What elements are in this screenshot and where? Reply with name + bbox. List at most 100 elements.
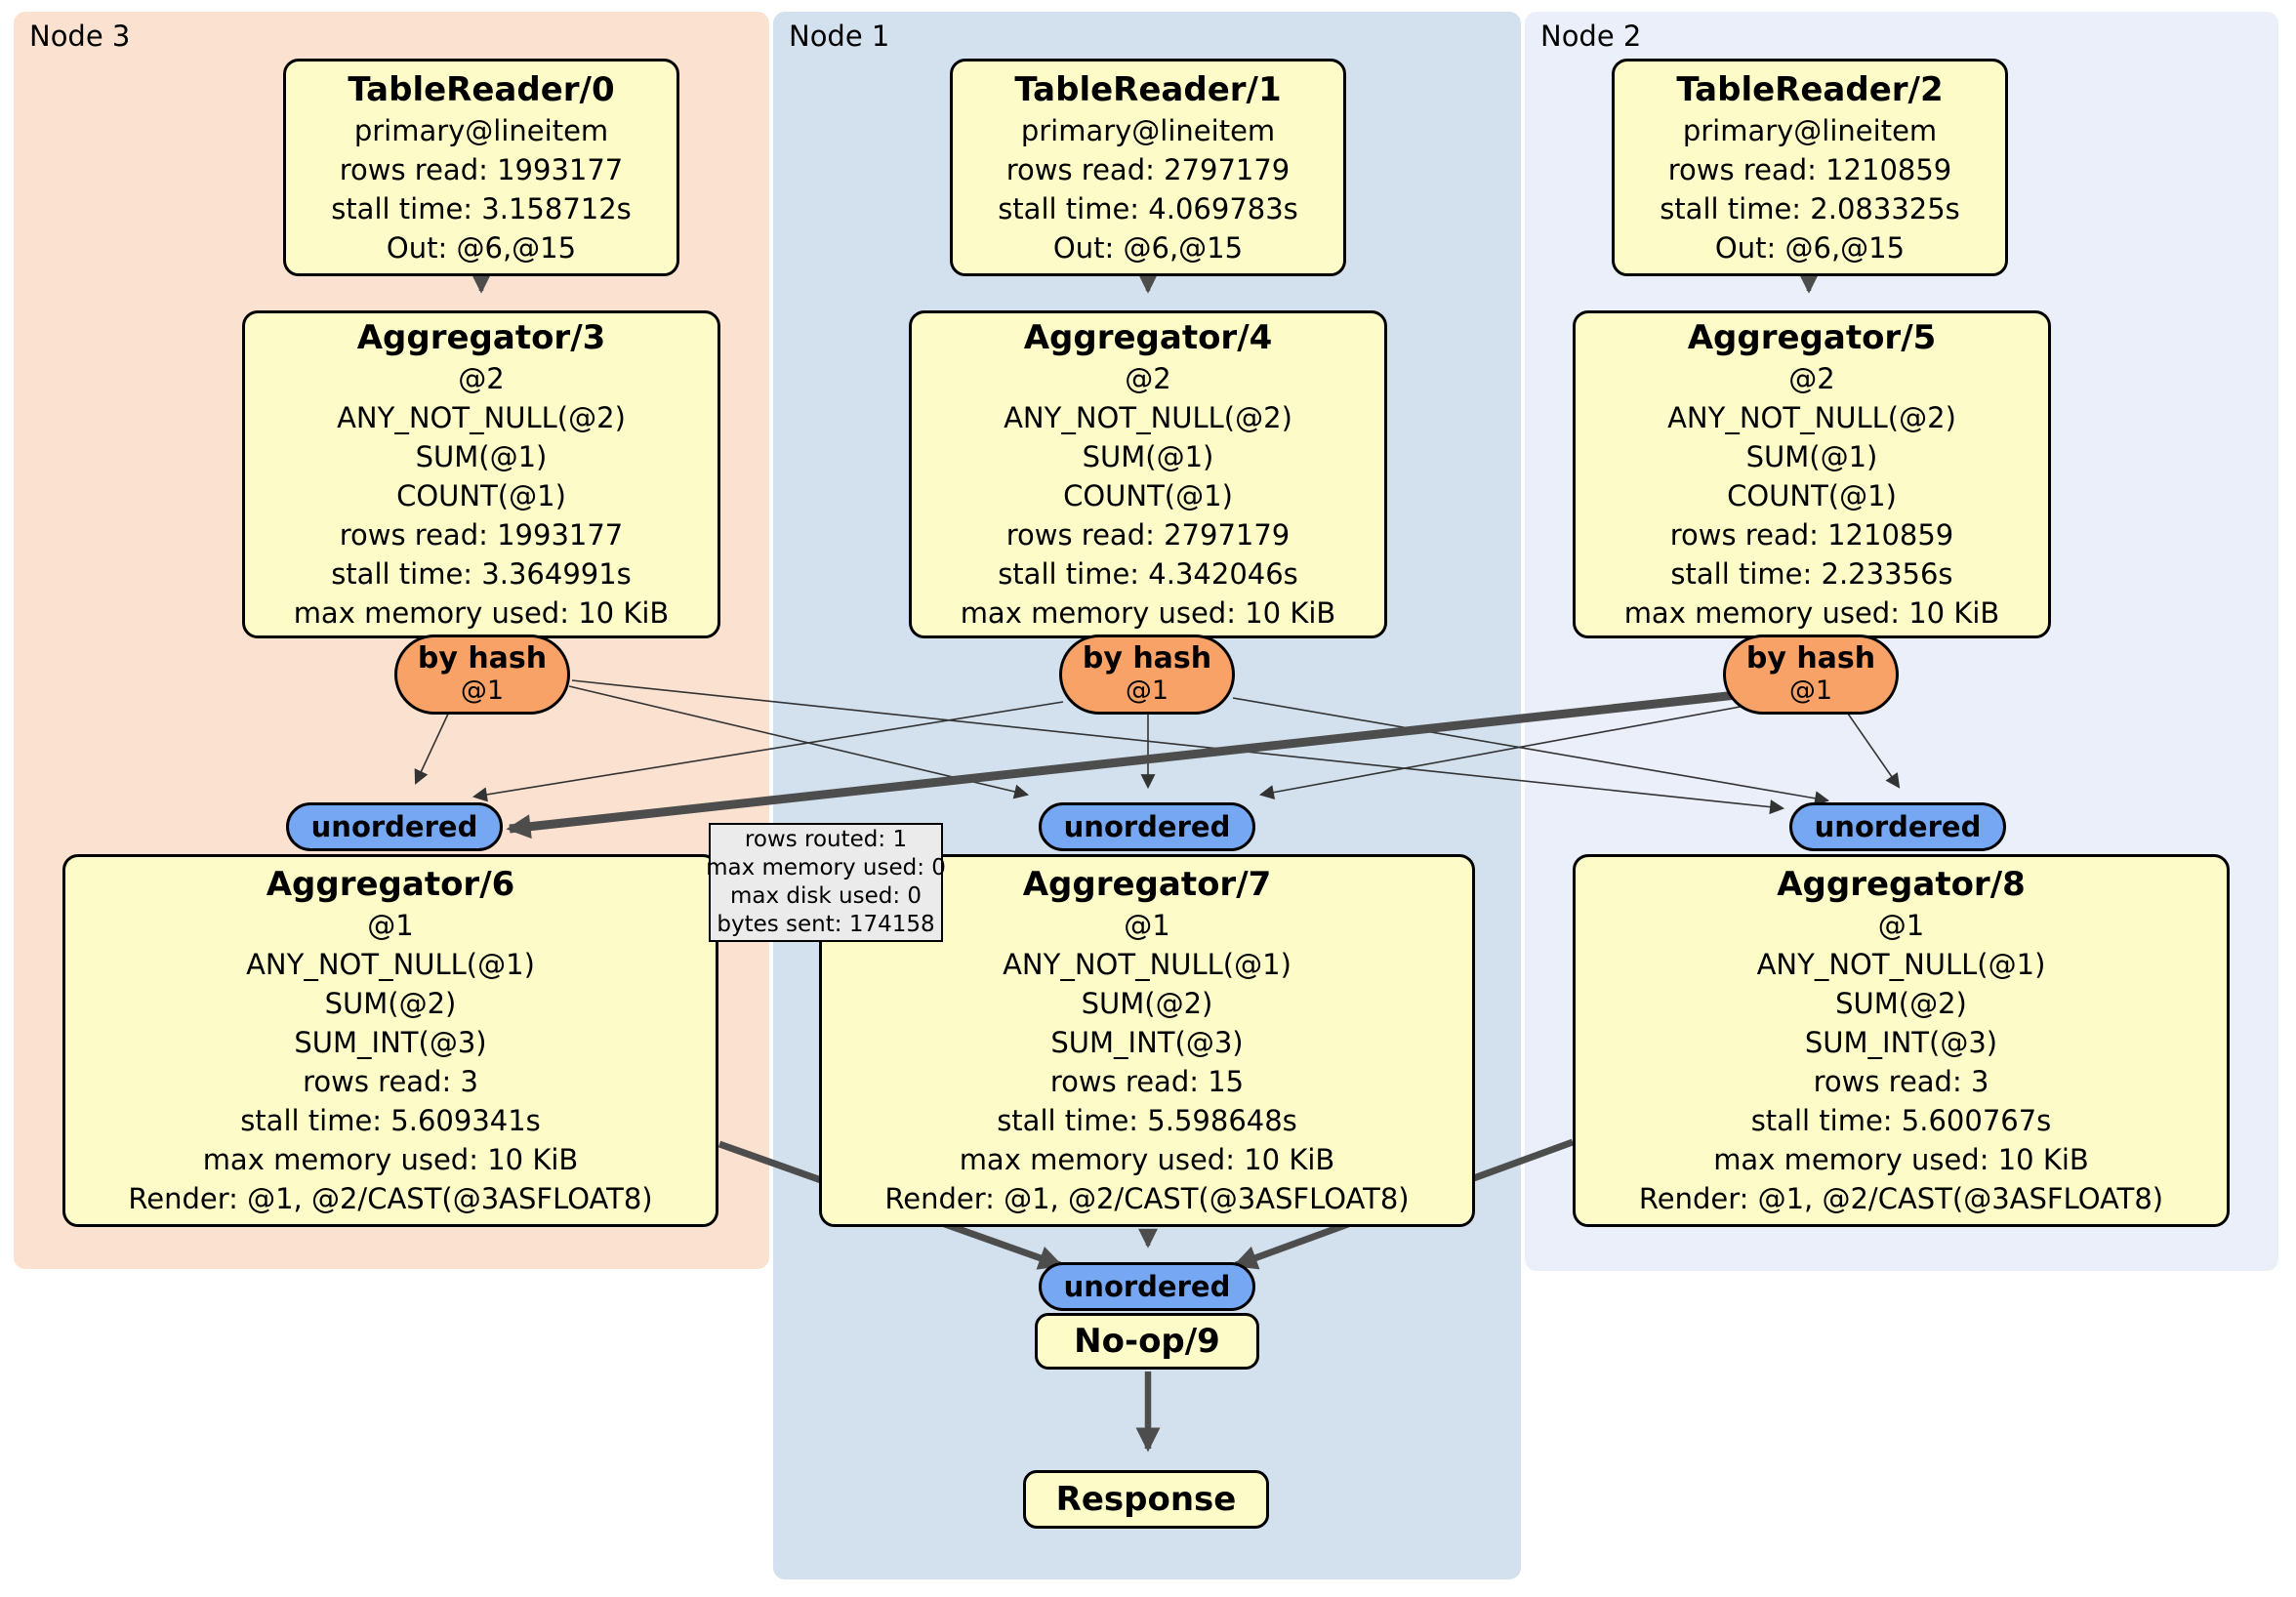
processor-title: Aggregator/5 [1687,318,1937,357]
text-line: primary@lineitem [353,113,609,147]
router-hash-column: @1 [1788,676,1833,706]
node-region-1-label: Node 1 [789,20,890,53]
text-line: ANY_NOT_NULL(@1) [1756,948,2046,981]
text-line: rows read: 1993177 [339,518,624,552]
text-line: SUM(@2) [1081,987,1213,1020]
stream-unordered-node3: unordered [286,802,503,851]
text-line: SUM(@2) [1835,987,1967,1020]
text-line: Out: @6,@15 [386,230,577,265]
text-line: Out: @6,@15 [1052,230,1244,265]
text-line: COUNT(@1) [1063,479,1233,512]
node-region-3-label: Node 3 [29,20,131,53]
processor-details: primary@lineitem rows read: 1993177 stall … [331,111,632,267]
router-by-hash-node2: by hash @1 [1723,635,1899,715]
response-node: Response [1023,1470,1269,1529]
text-line: max memory used: 10 KiB [960,596,1336,630]
text-line: ANY_NOT_NULL(@1) [246,948,535,981]
text-line: @1 [1877,909,1925,942]
text-line: rows read: 2797179 [1005,152,1291,186]
text-line: COUNT(@1) [396,479,566,512]
text-line: SUM(@1) [1745,440,1878,473]
text-line: rows read: 1210859 [1669,518,1954,552]
text-line: stall time: 3.158712s [331,191,632,225]
text-line: rows read: 3 [303,1065,478,1098]
text-line: stall time: 2.083325s [1660,191,1960,225]
text-line: max memory used: 10 KiB [202,1143,579,1176]
processor-tablereader-1: TableReader/1 primary@lineitem rows read:… [950,59,1346,276]
text-line: SUM_INT(@3) [1804,1026,1998,1059]
text-line: stall time: 5.609341s [240,1104,541,1137]
text-line: max disk used: 0 [729,883,922,909]
router-label: by hash [1082,641,1212,676]
text-line: SUM_INT(@3) [1050,1026,1244,1059]
router-label: by hash [1745,641,1876,676]
processor-title: Aggregator/6 [266,865,515,904]
text-line: @2 [1125,362,1171,395]
text-line: primary@lineitem [1020,113,1276,147]
text-line: stall time: 5.600767s [1750,1104,2052,1137]
text-line: SUM(@1) [415,440,548,473]
text-line: SUM(@2) [324,987,457,1020]
text-line: max memory used: 10 KiB [1623,596,2000,630]
text-line: ANY_NOT_NULL(@1) [1003,948,1292,981]
text-line: @2 [458,362,505,395]
router-by-hash-node1: by hash @1 [1059,635,1235,715]
text-line: COUNT(@1) [1727,479,1897,512]
text-line: stall time: 2.23356s [1670,557,1953,591]
processor-title: TableReader/0 [348,69,615,109]
text-line: rows read: 3 [1813,1065,1989,1098]
text-line: stall time: 4.069783s [998,191,1298,225]
processor-title: Response [1055,1480,1237,1519]
text-line: Render: @1, @2/CAST(@3ASFLOAT8) [884,1182,1410,1215]
text-line: Render: @1, @2/CAST(@3ASFLOAT8) [128,1182,653,1215]
processor-title: Aggregator/8 [1777,865,2026,904]
text-line: primary@lineitem [1682,113,1938,147]
text-line: @1 [1124,909,1170,942]
router-hash-column: @1 [1125,676,1169,706]
text-line: SUM(@1) [1082,440,1214,473]
router-hash-column: @1 [460,676,505,706]
processor-title: Aggregator/3 [356,318,606,357]
text-line: @1 [367,909,414,942]
processor-details: primary@lineitem rows read: 1210859 stall … [1660,111,1960,267]
stream-unordered-node1: unordered [1039,802,1255,851]
text-line: SUM_INT(@3) [294,1026,487,1059]
stream-unordered-final: unordered [1039,1262,1255,1311]
processor-title: No-op/9 [1074,1322,1220,1361]
stream-unordered-node2: unordered [1789,802,2006,851]
node-region-2-label: Node 2 [1540,20,1642,53]
text-line: rows read: 2797179 [1005,518,1291,552]
processor-title: TableReader/1 [1014,69,1282,109]
router-label: by hash [417,641,548,676]
text-line: ANY_NOT_NULL(@2) [337,401,626,434]
text-line: @2 [1788,362,1835,395]
processor-details: primary@lineitem rows read: 2797179 stall … [998,111,1298,267]
text-line: stall time: 5.598648s [997,1104,1297,1137]
text-line: rows read: 1210859 [1667,152,1952,186]
processor-noop-9: No-op/9 [1035,1313,1259,1370]
text-line: max memory used: 10 KiB [293,596,670,630]
processor-title: Aggregator/4 [1023,318,1273,357]
text-line: Out: @6,@15 [1714,230,1906,265]
text-line: rows read: 1993177 [339,152,624,186]
text-line: max memory used: 10 KiB [959,1143,1335,1176]
text-line: max memory used: 0 [706,855,946,880]
processor-title: Aggregator/7 [1022,865,1272,904]
text-line: rows read: 15 [1049,1065,1245,1098]
text-line: bytes sent: 174158 [717,912,935,937]
text-line: ANY_NOT_NULL(@2) [1004,401,1292,434]
